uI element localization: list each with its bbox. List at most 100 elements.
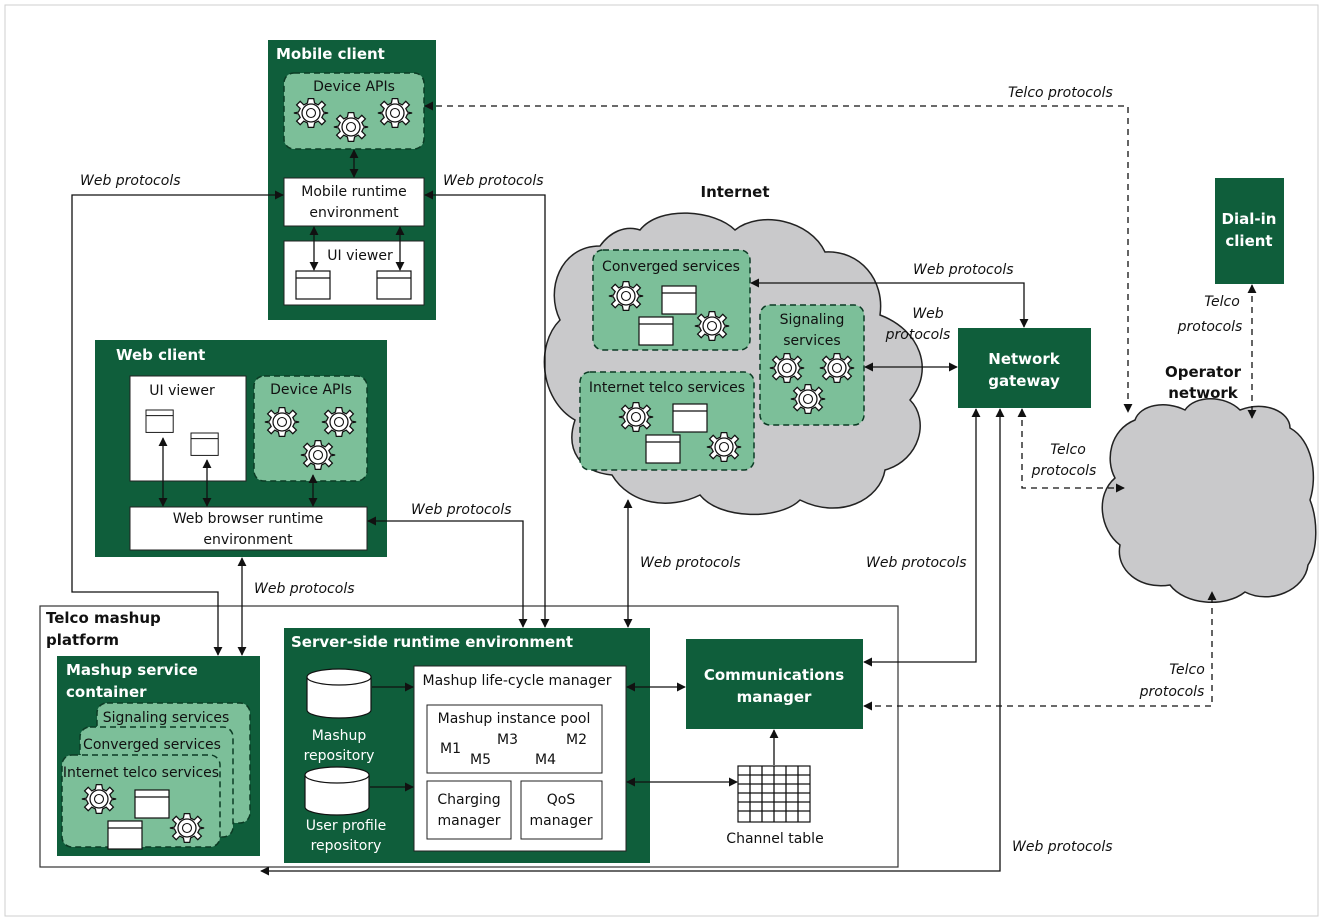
window-icon [672,403,708,433]
web-protocols-label: Web protocols [80,173,181,189]
web-device-apis-label: Device APIs [270,382,352,398]
gear-icon [694,310,730,342]
communications-manager [686,639,863,729]
gear-icon [377,97,413,129]
mobile-runtime-label-1: Mobile runtime [301,184,407,200]
instance-m1: M1 [440,741,461,757]
internet-cloud: Internet Converged services Internet tel… [543,183,923,516]
qos-manager-box [520,780,603,840]
gear-icon [706,431,742,463]
protocol-labels: Web protocols Web protocols Telco protoc… [80,85,1242,855]
gear-icon [608,280,644,312]
telco-protocols-stacked-1: Telco [1050,442,1086,458]
mobile-client-title: Mobile client [276,45,385,63]
operator-network-label-1: Operator [1165,363,1242,381]
web-protocols-label: Web protocols [913,262,1014,278]
operator-network-label-2: network [1168,384,1239,402]
qos-label-2: manager [530,813,593,829]
gear-icon [169,812,205,844]
gear-icon [790,383,826,415]
mobile-runtime-box [283,177,425,227]
gear-icon [769,352,805,384]
instance-m5: M5 [470,752,491,768]
container-converged-label: Converged services [83,737,221,753]
platform-title-1: Telco mashup [46,609,161,627]
mashup-repo-label-1: Mashup [312,728,367,744]
charging-label-1: Charging [437,792,500,808]
dial-in-label-2: client [1225,232,1272,250]
gear-icon [333,111,369,143]
dial-in-client: Dial-in client [1215,178,1284,284]
user-profile-label-2: repository [311,838,382,854]
window-icon [134,789,170,819]
window-icon [661,285,697,315]
instance-m2: M2 [566,732,587,748]
web-client: Web client UI viewer Device APIs Web bro… [95,340,387,557]
diagram-frame [4,4,1319,917]
window-icon [107,820,143,850]
window-icon [145,409,174,433]
platform-title-2: platform [46,631,119,649]
gear-icon [321,406,357,438]
network-gateway-label-2: gateway [988,372,1060,390]
instance-pool-label: Mashup instance pool [438,711,591,727]
window-icon [645,434,681,464]
charging-manager-box [426,780,512,840]
web-client-title: Web client [116,346,205,364]
mobile-ui-viewer-label: UI viewer [327,248,393,264]
telco-protocols-stacked-1: Telco [1204,294,1240,310]
window-icon [376,270,412,300]
mobile-device-apis-label: Device APIs [313,79,395,95]
internet-converged-label: Converged services [602,259,740,275]
telco-protocols-stacked-2: protocols [1031,463,1097,479]
gear-icon [300,439,336,471]
mashup-repository [306,668,372,719]
web-protocols-label: Web protocols [1012,839,1113,855]
dial-in-label-1: Dial-in [1222,210,1277,228]
gear-icon [293,97,329,129]
internet-title: Internet [700,183,769,201]
telco-protocols-stacked-2: protocols [1139,684,1205,700]
container-signaling-label: Signaling services [103,710,230,726]
mobile-device-apis [283,72,425,150]
web-runtime-label-1: Web browser runtime [173,511,324,527]
window-icon [295,270,331,300]
web-protocols-label: Web protocols [866,555,967,571]
window-icon [638,316,674,346]
gear-icon [264,406,300,438]
gear-icon [819,352,855,384]
web-protocols-label: Web protocols [640,555,741,571]
channel-table-label: Channel table [726,831,823,847]
network-gateway: Network gateway [958,328,1091,408]
telco-mashup-platform: Telco mashup platform Mashup service con… [39,605,899,868]
user-profile-repository [304,766,370,816]
telco-protocols-stacked-2: protocols [1177,319,1243,335]
gear-icon [81,783,117,815]
instance-m3: M3 [497,732,518,748]
telco-protocols-stacked-1: Telco [1169,662,1205,678]
network-gateway-label-1: Network [988,350,1060,368]
charging-label-2: manager [438,813,501,829]
comms-label-2: manager [737,688,812,706]
lifecycle-manager-label: Mashup life-cycle manager [423,673,612,689]
web-runtime-label-2: environment [203,532,293,548]
internet-telco-label: Internet telco services [589,380,745,396]
web-protocols-stacked-2: protocols [885,327,951,343]
user-profile-label-1: User profile [306,818,387,834]
channel-table-grid [737,765,811,823]
web-protocols-label: Web protocols [254,581,355,597]
mobile-runtime-label-2: environment [309,205,399,221]
connections [71,101,1257,876]
comms-label-1: Communications [704,666,844,684]
server-side-title: Server-side runtime environment [291,633,573,651]
mashup-repo-label-2: repository [304,748,375,764]
web-protocols-stacked-1: Web [912,306,943,322]
container-title-1: Mashup service [66,661,198,679]
web-ui-viewer-label: UI viewer [149,383,215,399]
qos-label-1: QoS [547,792,576,808]
operator-network-cloud: Operator network [1101,363,1317,603]
container-internet-telco-label: Internet telco services [63,765,219,781]
gear-icon [618,401,654,433]
container-title-2: container [66,683,147,701]
